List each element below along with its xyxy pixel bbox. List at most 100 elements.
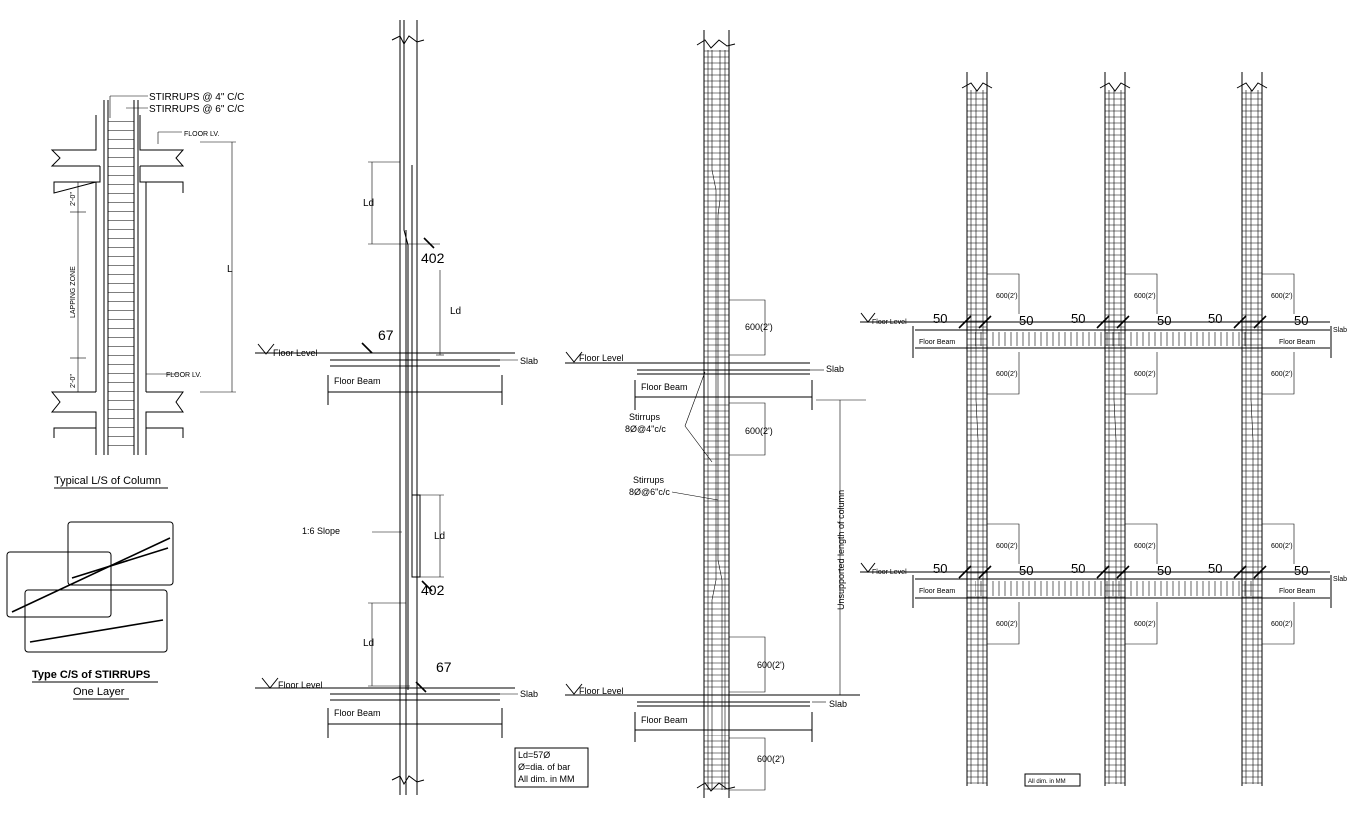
dim-50-label: 50 xyxy=(1294,313,1308,328)
ld-label-2: Ld xyxy=(450,306,461,317)
dim-L-label: L xyxy=(227,264,233,275)
dim-tick xyxy=(1096,315,1110,329)
floor-level-2: Floor Level xyxy=(278,680,323,690)
dim-600-line xyxy=(1262,523,1295,564)
dim-402-b: 402 xyxy=(421,582,445,598)
column-stirrups xyxy=(1242,92,1262,784)
dim-600-label: 600(2') xyxy=(996,371,1018,378)
dim-600-label: 600(2') xyxy=(1271,621,1293,628)
dim-tick xyxy=(1116,315,1130,329)
dim-67-b: 67 xyxy=(436,659,452,675)
dim-tick xyxy=(1253,565,1267,579)
stirrups-label-2: Stirrups xyxy=(633,475,665,485)
floor-level-label: Floor Level xyxy=(872,569,907,576)
dim-600-line xyxy=(1262,602,1295,645)
floor-level-1: Floor Level xyxy=(273,348,318,358)
dim-tick xyxy=(1253,315,1267,329)
dim-600-label: 600(2') xyxy=(996,621,1018,628)
beam-stirrups xyxy=(975,581,1253,596)
dim-600-line xyxy=(987,352,1020,395)
floor-beam-label: Floor Beam xyxy=(919,588,955,595)
slab-label: Slab xyxy=(1333,327,1347,334)
beam-stirrups xyxy=(975,332,1253,346)
dim-600-label: 600(2') xyxy=(1271,293,1293,300)
floor-level-2: Floor Level xyxy=(579,686,624,696)
stirrups-spec-2: 8Ø@6"c/c xyxy=(629,487,670,497)
dim-600-d: 600(2') xyxy=(757,754,785,764)
dim-600-line xyxy=(987,602,1020,645)
dim-tick xyxy=(1233,315,1247,329)
break-line xyxy=(961,82,993,92)
dim-tick xyxy=(958,565,972,579)
floor-level-label: Floor Level xyxy=(872,319,907,326)
dim-600-line xyxy=(987,523,1020,564)
dim-tick xyxy=(1096,565,1110,579)
floor-beam-label: Floor Beam xyxy=(1279,339,1315,346)
slab-label: Slab xyxy=(1333,576,1347,583)
dim-600-line xyxy=(1262,273,1295,314)
dim-600-label: 600(2') xyxy=(1134,543,1156,550)
break-line xyxy=(1236,82,1268,92)
stirrup-cross-section: Type C/S of STIRRUPS One Layer xyxy=(6,521,174,700)
column-longitudinal-section: STIRRUPS @ 4" C/C STIRRUPS @ 6" C/C FLOO… xyxy=(50,92,244,489)
dim-50-label: 50 xyxy=(1019,313,1033,328)
floor-lv-top-label: FLOOR LV. xyxy=(184,131,219,138)
dim-600-line xyxy=(1125,352,1158,395)
floor-beam-label: Floor Beam xyxy=(919,339,955,346)
dim-50-label: 50 xyxy=(1071,561,1085,576)
ld-label-1: Ld xyxy=(363,198,374,209)
floor-level-1: Floor Level xyxy=(579,353,624,363)
dim-600-line xyxy=(987,273,1020,314)
stirrups-spec-1: 8Ø@4"c/c xyxy=(625,424,666,434)
slab-2: Slab xyxy=(520,689,538,699)
floor-beam-label: Floor Beam xyxy=(1279,588,1315,595)
break-line xyxy=(1099,82,1131,92)
dim-600-label: 600(2') xyxy=(1271,371,1293,378)
dim-tick xyxy=(1233,565,1247,579)
dim-67-a: 67 xyxy=(378,327,394,343)
dim-600-c: 600(2') xyxy=(757,660,785,670)
ld-label-4: Ld xyxy=(363,638,374,649)
ld-label-3: Ld xyxy=(434,531,445,542)
floor-beam-1: Floor Beam xyxy=(641,382,688,392)
unsupported-length-label: Unsupported length of column xyxy=(836,490,846,610)
column-stirrups xyxy=(1105,92,1125,784)
dim-600-label: 600(2') xyxy=(1134,371,1156,378)
dim-600-label: 600(2') xyxy=(1134,293,1156,300)
dim-tick xyxy=(978,565,992,579)
stirrup-cs-title: Type C/S of STIRRUPS xyxy=(32,669,150,681)
dim-50-label: 50 xyxy=(1071,311,1085,326)
slab-2: Slab xyxy=(829,699,847,709)
dim-402-a: 402 xyxy=(421,250,445,266)
stirrup-detail: 600(2') Floor Level Slab Floor Beam Stir… xyxy=(565,30,866,798)
dim-600-label: 600(2') xyxy=(996,543,1018,550)
stirrups-4-label: STIRRUPS @ 4" C/C xyxy=(149,92,244,103)
note-line-2: Ø=dia. of bar xyxy=(518,762,570,772)
slab-1: Slab xyxy=(826,364,844,374)
dim-tick xyxy=(1116,565,1130,579)
dim-tick xyxy=(978,315,992,329)
stirrups-6-label: STIRRUPS @ 6" C/C xyxy=(149,104,244,115)
dim-50-label: 50 xyxy=(933,311,947,326)
dim-50-label: 50 xyxy=(1208,561,1222,576)
level-marker xyxy=(860,562,876,573)
dim-2ft-bottom-label: 2'-0" xyxy=(70,374,77,388)
floor-lv-bottom-label: FLOOR LV. xyxy=(166,372,201,379)
dim-600-b: 600(2') xyxy=(745,426,773,436)
frame-note-label: All dim. in MM xyxy=(1028,779,1066,785)
note-box xyxy=(1024,773,1081,787)
dim-tick xyxy=(958,315,972,329)
dim-50-label: 50 xyxy=(1294,563,1308,578)
dim-50-label: 50 xyxy=(933,561,947,576)
note-line-1: Ld=57Ø xyxy=(518,750,550,760)
dim-600-label: 600(2') xyxy=(996,293,1018,300)
dim-50-label: 50 xyxy=(1019,563,1033,578)
dim-50-label: 50 xyxy=(1157,313,1171,328)
dim-50-label: 50 xyxy=(1208,311,1222,326)
column-stirrups xyxy=(967,92,987,784)
stirrup-cs-subtitle: One Layer xyxy=(73,686,125,698)
note-line-3: All dim. in MM xyxy=(518,774,575,784)
slab-1: Slab xyxy=(520,356,538,366)
